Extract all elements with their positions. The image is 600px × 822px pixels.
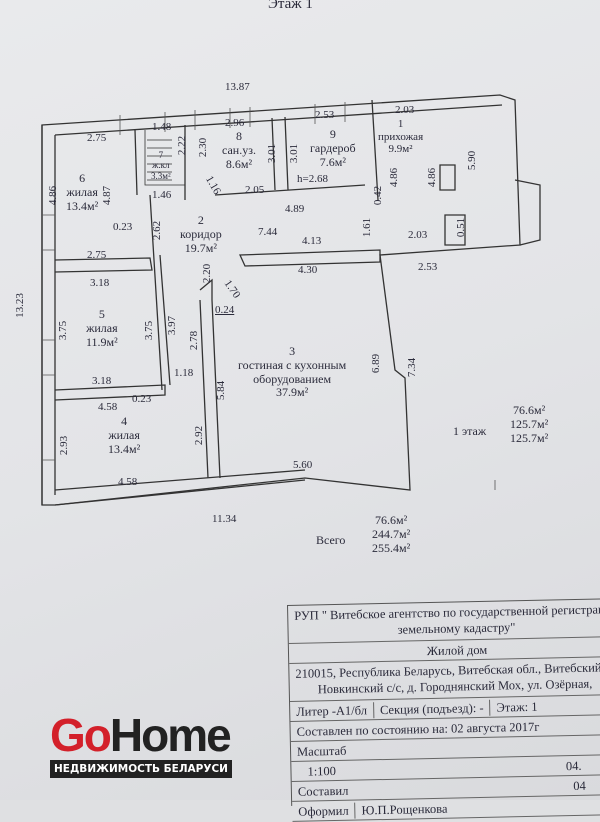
dimension: 1.48 <box>152 121 172 133</box>
floor-plan <box>41 94 541 506</box>
dimension: 2.75 <box>87 249 107 261</box>
dimension: 2.05 <box>245 184 265 196</box>
dimension: 0.23 <box>113 221 133 233</box>
dimension: 3.97 <box>166 315 179 336</box>
dimension: 3.01 <box>288 143 301 164</box>
dimension: 3.18 <box>90 277 110 289</box>
floor-title: Этаж 1 <box>268 0 313 12</box>
dimension: 4.86 <box>47 185 60 206</box>
dimension: 1.18 <box>174 367 194 379</box>
dimension: 7.34 <box>406 357 419 378</box>
dimension: 2.78 <box>188 330 201 351</box>
dimension: 11.34 <box>212 513 237 525</box>
dimension: 2.22 <box>176 135 189 156</box>
dimension: 0.23 <box>132 393 152 405</box>
dimension: 4.58 <box>98 401 118 413</box>
dimension: 4.86 <box>388 167 401 188</box>
gohome-watermark: GoHome НЕДВИЖИМОСТЬ БЕЛАРУСИ <box>50 712 250 778</box>
dimension: 3.75 <box>143 320 156 341</box>
dimension: 4.58 <box>118 476 138 488</box>
dimension: 2.62 <box>151 220 164 241</box>
dimension: 5.84 <box>215 380 228 401</box>
dimension: 2.20 <box>201 263 214 284</box>
dimension: 7.44 <box>258 226 278 238</box>
dimension: 1.46 <box>152 189 172 201</box>
address-row: 210015, Республика Беларусь, Витебская о… <box>289 657 600 702</box>
document-photo <box>0 0 600 800</box>
dimension: 4.86 <box>426 167 439 188</box>
ceiling-height: h=2.68 <box>297 173 328 185</box>
dimension: 2.53 <box>418 261 438 273</box>
dimension: 4.13 <box>302 235 322 247</box>
dimension: 3.01 <box>266 143 279 164</box>
dimension: 2.75 <box>87 132 107 144</box>
dimension: 13.23 <box>13 293 26 318</box>
floor-summary-label: 1 этаж <box>453 424 487 438</box>
dimension: 2.03 <box>408 229 428 241</box>
dimension: 0.42 <box>372 185 385 206</box>
dimension: 4.89 <box>285 203 305 215</box>
dimension: 5.90 <box>466 150 479 171</box>
dimension: 4.30 <box>298 264 318 276</box>
dimension: 3.75 <box>57 320 70 341</box>
dimension: 2.96 <box>225 117 245 129</box>
dimension: 13.87 <box>225 81 250 93</box>
dimension: 0.51 <box>455 217 468 238</box>
dimension: 0.24 <box>215 304 235 316</box>
dimension: 2.03 <box>395 104 415 116</box>
dimension: 2.92 <box>193 425 206 446</box>
dimension: 3.18 <box>92 375 112 387</box>
dimension: 1.61 <box>361 217 374 238</box>
title-block: РУП " Витебское агентство по государстве… <box>287 598 600 822</box>
total-summary-label: Всего <box>316 533 346 547</box>
dimension: 2.53 <box>315 109 335 121</box>
dimension: 2.30 <box>197 137 210 158</box>
dimension: 4.87 <box>101 185 114 206</box>
dimension: 2.93 <box>58 435 71 456</box>
org-row: РУП " Витебское агентство по государстве… <box>288 599 600 644</box>
dimension: 5.60 <box>293 459 313 471</box>
dimension: 6.89 <box>370 353 383 374</box>
